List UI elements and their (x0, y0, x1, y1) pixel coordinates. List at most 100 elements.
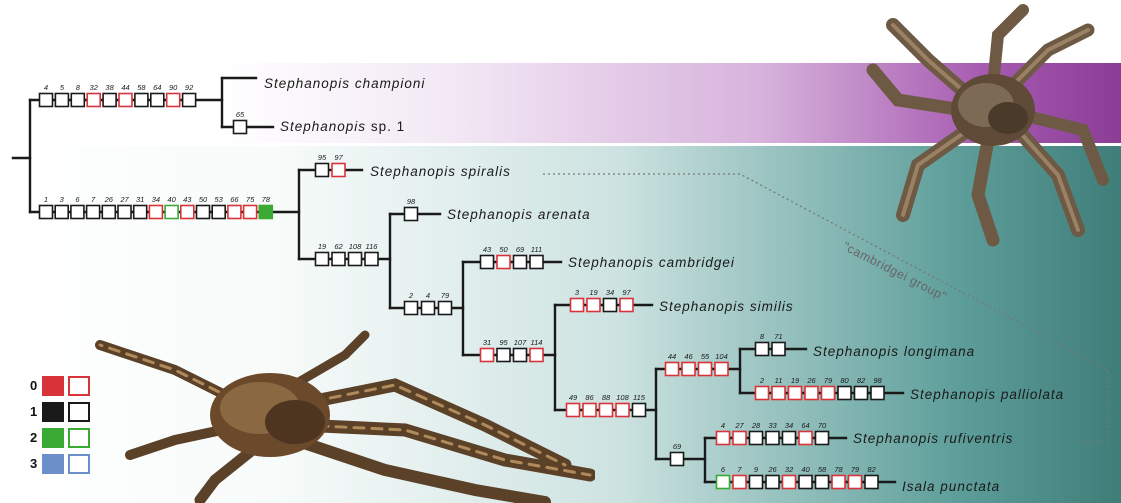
legend-filled-swatch (42, 376, 64, 396)
legend-state-label: 1 (30, 404, 37, 419)
character-number-label: 115 (633, 393, 646, 402)
legend-state-label: 3 (30, 456, 37, 471)
character-number-label: 58 (137, 83, 146, 92)
character-number-label: 3 (60, 195, 65, 204)
character-number-label: 55 (701, 352, 710, 361)
character-state-box (40, 206, 53, 219)
character-number-label: 86 (585, 393, 594, 402)
character-number-label: 69 (516, 245, 525, 254)
character-state-box (228, 206, 241, 219)
character-number-label: 26 (806, 376, 816, 385)
character-state-box (849, 476, 862, 489)
character-state-box (103, 94, 116, 107)
character-number-label: 108 (349, 242, 362, 251)
character-number-label: 5 (60, 83, 65, 92)
character-number-label: 8 (760, 332, 765, 341)
character-state-box (838, 387, 851, 400)
character-number-label: 34 (606, 288, 614, 297)
character-state-box (750, 476, 763, 489)
legend-row-state-1: 1 (30, 402, 100, 422)
character-number-label: 1 (44, 195, 48, 204)
character-number-label: 79 (851, 465, 860, 474)
character-number-label: 88 (602, 393, 611, 402)
character-number-label: 80 (840, 376, 849, 385)
character-state-box (167, 94, 180, 107)
taxon-stephanopis-longimana: Stephanopis longimana (813, 344, 975, 359)
character-number-label: 6 (75, 195, 80, 204)
character-state-box (134, 206, 147, 219)
legend-state-label: 2 (30, 430, 37, 445)
character-number-label: 38 (105, 83, 114, 92)
character-state-box (514, 349, 527, 362)
character-number-label: 97 (334, 153, 343, 162)
character-number-label: 82 (867, 465, 876, 474)
character-state-box (55, 94, 68, 107)
taxon-stephanopis-rufiventris: Stephanopis rufiventris (853, 431, 1013, 446)
character-number-label: 43 (483, 245, 492, 254)
character-state-box (699, 363, 712, 376)
character-number-label: 4 (721, 421, 725, 430)
character-state-box (816, 476, 829, 489)
character-number-label: 82 (857, 376, 866, 385)
character-number-label: 44 (121, 83, 129, 92)
character-number-label: 28 (751, 421, 761, 430)
character-number-label: 27 (734, 421, 744, 430)
character-number-label: 64 (801, 421, 809, 430)
character-number-label: 92 (185, 83, 194, 92)
character-number-label: 9 (754, 465, 759, 474)
character-number-label: 46 (684, 352, 693, 361)
character-number-label: 49 (569, 393, 578, 402)
character-state-box (733, 476, 746, 489)
character-number-label: 71 (774, 332, 782, 341)
character-number-label: 40 (801, 465, 810, 474)
character-state-box (332, 164, 345, 177)
character-state-box (497, 349, 510, 362)
character-state-box (772, 343, 785, 356)
character-state-box (118, 206, 131, 219)
character-number-label: 3 (575, 288, 580, 297)
character-number-label: 98 (407, 197, 416, 206)
character-number-label: 31 (483, 338, 491, 347)
character-state-box (102, 206, 115, 219)
taxon-stephanopis-cambridgei: Stephanopis cambridgei (568, 255, 735, 270)
character-state-box (671, 453, 684, 466)
character-number-label: 116 (366, 242, 379, 251)
character-state-box (119, 94, 132, 107)
character-number-label: 40 (167, 195, 176, 204)
character-state-box (349, 253, 362, 266)
character-number-label: 65 (236, 110, 245, 119)
legend-filled-swatch (42, 454, 64, 474)
character-number-label: 79 (441, 291, 450, 300)
character-state-box (87, 206, 100, 219)
character-number-label: 75 (246, 195, 255, 204)
character-state-box (587, 299, 600, 312)
character-number-label: 34 (785, 421, 793, 430)
legend-open-swatch (68, 454, 90, 474)
taxon-stephanopis-spiralis: Stephanopis spiralis (370, 164, 511, 179)
character-state-box (682, 363, 695, 376)
character-number-label: 104 (715, 352, 728, 361)
character-state-box (571, 299, 584, 312)
character-state-box (183, 94, 196, 107)
character-number-label: 19 (791, 376, 800, 385)
character-state-box (405, 302, 418, 315)
character-number-label: 6 (721, 465, 726, 474)
character-state-box (71, 206, 84, 219)
character-state-box (422, 302, 435, 315)
character-state-box (871, 387, 884, 400)
character-state-box (717, 476, 730, 489)
character-state-box (244, 206, 257, 219)
character-number-label: 26 (104, 195, 114, 204)
character-number-label: 19 (589, 288, 598, 297)
character-state-box (832, 476, 845, 489)
character-state-box (481, 349, 494, 362)
character-number-label: 44 (668, 352, 676, 361)
character-number-label: 43 (183, 195, 192, 204)
legend-open-swatch (68, 376, 90, 396)
character-number-label: 58 (818, 465, 827, 474)
character-number-label: 8 (76, 83, 81, 92)
character-number-label: 19 (318, 242, 327, 251)
character-number-label: 95 (499, 338, 508, 347)
character-state-box (799, 432, 812, 445)
